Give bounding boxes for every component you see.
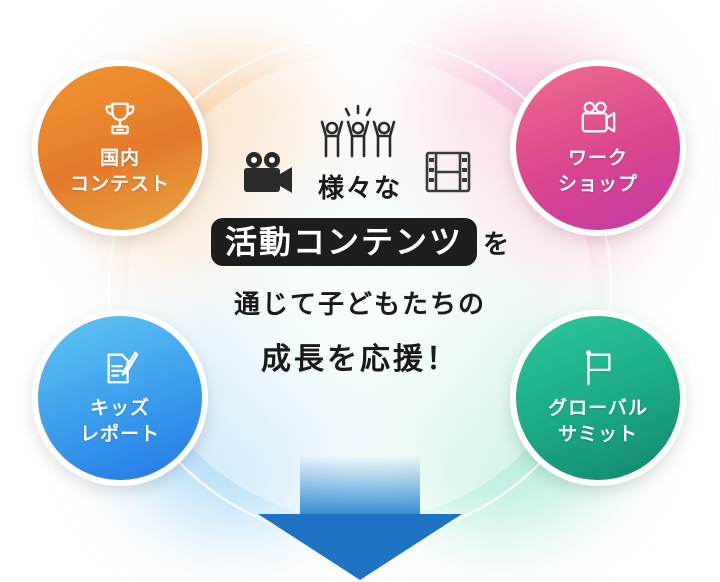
headline-line-1: 様々な — [317, 174, 402, 204]
movie-camera-icon — [244, 152, 292, 193]
kids-report-label-2: レポート — [79, 423, 160, 445]
global-summit-button[interactable]: グローバル サミット — [510, 310, 686, 486]
global-summit-label-1: グローバル — [548, 397, 648, 419]
trophy-icon — [105, 102, 135, 135]
domestic-contest-label-2: コンテスト — [69, 173, 170, 195]
kids-report-label-1: キッズ — [89, 397, 150, 419]
cheering-people-icon — [320, 104, 396, 158]
kids-report-button[interactable]: キッズ レポート — [32, 310, 208, 486]
down-arrow-icon — [258, 514, 462, 580]
headline-line-4: 成長を応援！ — [261, 342, 459, 377]
domestic-contest-button[interactable]: 国内 コンテスト — [32, 60, 208, 236]
arrow-stem — [300, 456, 420, 518]
film-strip-icon — [425, 151, 471, 193]
domestic-contest-label-1: 国内 — [99, 147, 140, 169]
video-camera-icon — [581, 101, 616, 133]
workshop-button[interactable]: ワーク ショップ — [510, 60, 686, 236]
workshop-label-1: ワーク — [567, 147, 628, 169]
highlight-pill: 活動コンテンツ — [210, 218, 477, 266]
headline-line-2: 活動コンテンツを — [0, 218, 720, 266]
flag-icon — [585, 350, 611, 386]
highlight-suffix: を — [483, 229, 510, 260]
workshop-label-2: ショップ — [557, 173, 638, 195]
document-pen-icon — [107, 351, 139, 384]
global-summit-label-2: サミット — [557, 423, 638, 445]
headline-line-3: 通じて子どもたちの — [233, 290, 486, 320]
